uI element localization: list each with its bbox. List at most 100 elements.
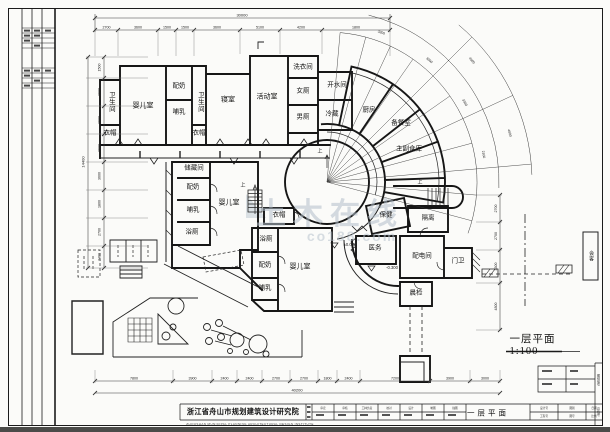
dim-label: 2100 [481, 150, 486, 158]
room-label-wc: 卫生间 [107, 91, 115, 113]
dim-label: 3300 [377, 29, 386, 35]
dim-label: 3300 [461, 98, 468, 107]
dim-label: 1800 [98, 200, 102, 208]
institute-name-en: ZHOUSHAN MUNICIPAL PLANNING ARCHITECTURA… [186, 421, 314, 426]
dim-label: 3900 [189, 376, 197, 380]
room-label-nursing: 哺乳 [186, 206, 200, 214]
dim-total-label: 40200 [291, 387, 303, 392]
sheet-number-strip: 图纸编号 [596, 374, 601, 386]
room-label-activity: 活动室 [256, 93, 278, 101]
frame-layer [8, 8, 603, 426]
titleblock-cell: 工种负责 [361, 407, 373, 410]
room-label-medical: 医务 [368, 244, 382, 252]
page-edge-band [0, 427, 610, 432]
dim-label: 3900 [446, 376, 454, 380]
titleblock-cell: 审定 [320, 407, 326, 410]
dim-label: 3600 [134, 25, 142, 29]
room-label-pantry: 备餐室 [391, 119, 411, 127]
room-label-nursery: 婴儿室 [132, 102, 154, 110]
titleblock-cell: 制图 [430, 407, 436, 410]
dim-label: 2700 [300, 376, 308, 380]
dim-label: 2700 [103, 25, 111, 29]
room-label-milk: 配奶 [186, 183, 200, 191]
dim-total-label: 30000 [236, 12, 248, 17]
titleblock-cell: 设计 [408, 407, 414, 410]
titleblock-cell: 审核 [342, 407, 348, 410]
dim-label: 3600 [98, 88, 102, 96]
dim-label: 7200 [391, 376, 399, 380]
stair-up-label: 上 [240, 182, 246, 189]
room-label-cloak: 衣帽 [103, 129, 117, 137]
room-label-cloak: 衣帽 [192, 129, 206, 137]
room-label-bedroom: 寝室 [221, 96, 235, 104]
secondary-layer [100, 41, 599, 382]
room-label-kitchen: 厨房 [362, 106, 376, 114]
room-label-coldstore: 冷藏 [325, 110, 339, 118]
room-label-guard: 门卫 [451, 257, 465, 265]
dim-label: 3000 [481, 376, 489, 380]
plan-title: 一层平面1:100 [509, 334, 556, 357]
dim-label: 2700 [272, 376, 280, 380]
dim-label: 2400 [246, 376, 254, 380]
room-label-nursery: 婴儿室 [218, 199, 240, 207]
room-label-storage: 储藏间 [184, 164, 204, 172]
room-label-toilet-m: 男厕 [296, 113, 310, 121]
dim-label: 5100 [256, 25, 264, 29]
room-label-bath: 浴厕 [259, 235, 273, 243]
room-label-laundry: 洗衣间 [293, 63, 313, 71]
dim-label: 2400 [221, 376, 229, 380]
dim-label: 2700 [98, 228, 102, 236]
room-label-nursery: 婴儿室 [289, 263, 311, 271]
dim-label: 1500 [98, 64, 102, 72]
titleblock-cell: 图号 [569, 415, 575, 418]
elevation-marker: -0.300 [386, 264, 398, 270]
stair-up-label: 上 [417, 179, 423, 186]
room-label-milk: 配奶 [172, 82, 186, 90]
titleblock-cell: 校对 [386, 407, 392, 410]
titleblock-cell: 图别 [569, 407, 575, 410]
elevation-marker: ±0.000 [343, 241, 357, 247]
room-label-cloak: 衣帽 [272, 211, 286, 219]
dashed-layer [77, 214, 573, 356]
dim-label: 1800 [324, 376, 332, 380]
archive-strip: 存档号 [596, 407, 601, 417]
dim-label: 1800 [352, 25, 360, 29]
room-label-reception: 会客 [588, 250, 595, 262]
dim-label: 3600 [98, 172, 102, 180]
room-label-morningcheck: 晨检 [409, 289, 423, 297]
room-label-nursing: 哺乳 [258, 284, 272, 292]
sheet-title: 一层平面 [467, 408, 509, 417]
dimension-layer [85, 14, 533, 396]
dim-label: 2400 [98, 253, 102, 261]
dim-label: 1500 [181, 25, 189, 29]
dim-total-label: 14400 [81, 156, 86, 168]
room-label-milk: 配奶 [258, 261, 272, 269]
titleblock-cell: 描图 [452, 407, 458, 410]
room-label-bath: 浴厕 [185, 228, 199, 236]
dim-label: 3600 [98, 116, 102, 124]
dim-label: 3300 [494, 263, 498, 271]
institute-name: 浙江省舟山市规划建筑设计研究院 [186, 408, 300, 416]
room-label-health: 保健 [379, 211, 393, 219]
room-label-power: 配电间 [412, 252, 432, 260]
room-label-hotwater: 开水间 [327, 81, 347, 89]
dim-label: 7800 [130, 376, 138, 380]
room-label-isolation: 隔离 [421, 214, 435, 222]
titleblock-cell: 设计号 [539, 407, 549, 410]
dim-label: 3600 [98, 144, 102, 152]
dim-label: 2400 [345, 376, 353, 380]
dim-label: 4500 [468, 56, 476, 64]
stair-up-label: 上 [317, 148, 323, 155]
dimension-text-layer: 2700 3600 1500 1500 3600 5100 4200 1800 … [81, 12, 513, 392]
dim-label: 4800 [507, 129, 513, 137]
dim-label: 2700 [494, 232, 498, 240]
room-label-wc: 卫生间 [196, 91, 204, 113]
watermark-logo [246, 194, 266, 218]
room-label-foodstore: 主副食库 [396, 145, 422, 153]
walls-layer [99, 55, 473, 383]
dim-label: 3600 [213, 25, 221, 29]
dim-label: 3300 [425, 56, 433, 64]
dim-label: 4800 [494, 303, 498, 311]
